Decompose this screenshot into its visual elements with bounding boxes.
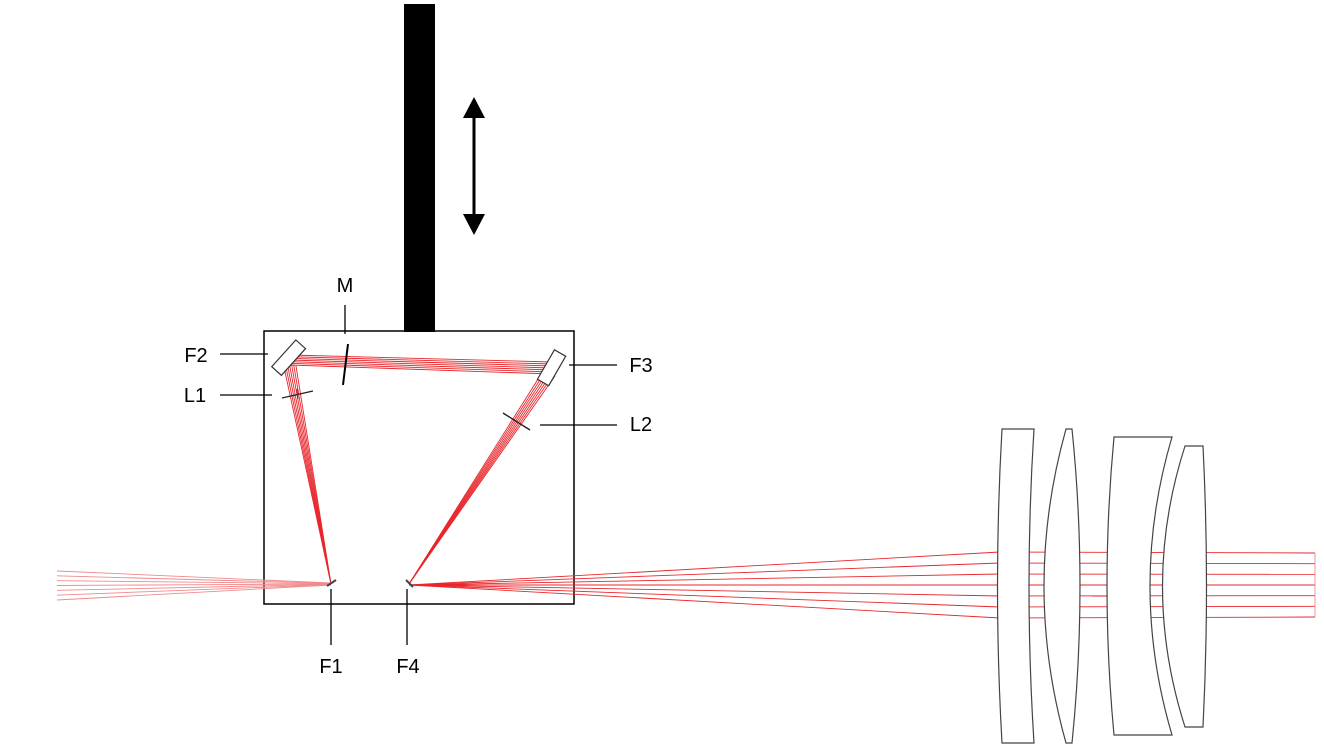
double-arrow-vertical-icon xyxy=(463,97,485,235)
label-m: M xyxy=(337,275,354,297)
translation-stage-rod xyxy=(404,4,435,332)
ray-output xyxy=(408,562,1001,586)
ray-input xyxy=(56,570,332,584)
ray-input xyxy=(56,583,332,586)
label-f1: F1 xyxy=(319,656,342,678)
label-f4: F4 xyxy=(396,656,419,678)
element-m xyxy=(342,343,349,386)
label-l1: L1 xyxy=(184,385,206,407)
ray-f2-f3 xyxy=(289,354,553,363)
ray-f2-f3 xyxy=(289,356,553,365)
ray-output xyxy=(408,584,1001,608)
ray-output xyxy=(408,584,1001,597)
fold-mirror-f3 xyxy=(536,348,567,387)
fold-mirror-f1 xyxy=(326,579,337,587)
ray-input xyxy=(56,580,332,585)
ray-f2-f3 xyxy=(289,364,553,375)
label-l2: L2 xyxy=(630,414,652,436)
ray-output xyxy=(408,584,1001,619)
objective-element-4 xyxy=(1161,445,1208,728)
label-f2: F2 xyxy=(184,345,207,367)
label-f3: F3 xyxy=(629,355,652,377)
ray-f3-f4 xyxy=(408,375,556,585)
ray-output xyxy=(408,573,1001,586)
lens-l1 xyxy=(281,388,314,400)
objective-element-3 xyxy=(1106,436,1173,736)
ray-f2-f3 xyxy=(289,361,553,371)
ray-f2-f3 xyxy=(289,357,553,367)
ray-input xyxy=(56,584,332,596)
ray-input xyxy=(56,583,332,591)
ray-f2-f3 xyxy=(289,362,553,373)
housing-box xyxy=(263,330,575,605)
ray-output xyxy=(408,551,1001,586)
lens-l2 xyxy=(502,412,531,431)
fold-mirror-f4 xyxy=(405,579,414,588)
objective-element-2 xyxy=(1043,428,1081,744)
ray-input xyxy=(56,584,332,601)
ray-input xyxy=(56,575,332,584)
ray-f1-f2 xyxy=(295,365,332,585)
ray-bundles xyxy=(56,354,1316,619)
fold-mirror-f2 xyxy=(270,339,307,377)
ray-f2-f3 xyxy=(289,359,553,369)
objective-lens-assembly xyxy=(996,428,1208,744)
objective-element-1 xyxy=(996,428,1035,744)
